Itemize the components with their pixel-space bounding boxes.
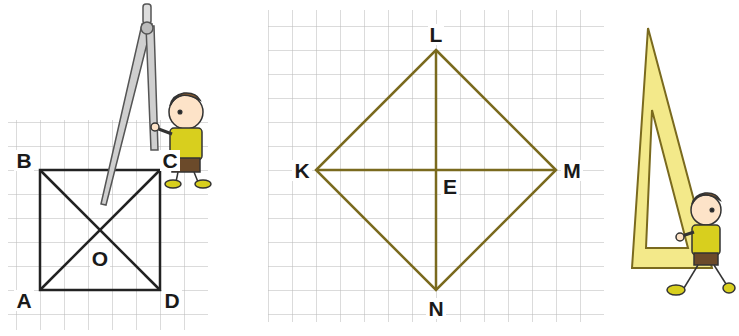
grid-paper [268, 10, 604, 322]
vertex-label: M [561, 160, 583, 181]
vertex-label: B [14, 150, 33, 171]
vertex-label: D [162, 290, 181, 311]
vertex-label: E [441, 176, 459, 197]
vertex-label: N [426, 298, 445, 319]
vertex-label: C [160, 150, 179, 171]
vertex-label: O [90, 248, 110, 269]
square-figure [40, 170, 160, 290]
cartoon-boy [151, 93, 211, 188]
rhombus-figure [316, 50, 556, 290]
grid-paper [8, 120, 208, 330]
compass [101, 4, 158, 205]
vertex-label: A [14, 290, 33, 311]
vertex-label: K [292, 160, 311, 181]
vertex-label: L [428, 24, 445, 45]
cartoon-boy [667, 193, 735, 295]
